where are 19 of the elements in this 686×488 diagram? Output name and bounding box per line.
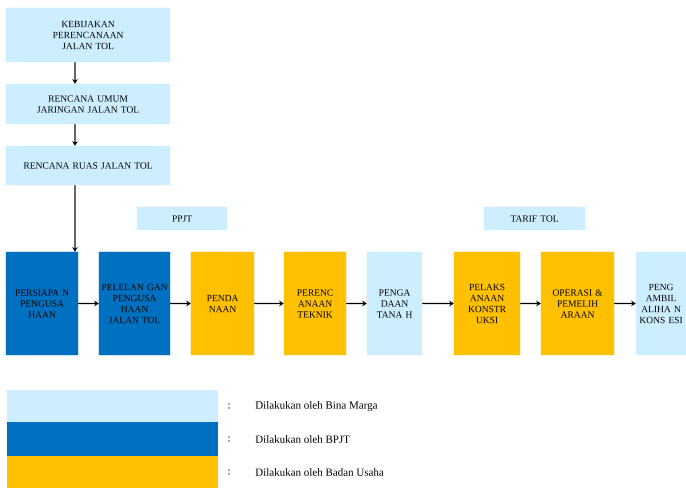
- label-box: PPJT: [136, 206, 228, 230]
- process-box: PERSIAPA N PENGUSA HAAN: [6, 252, 78, 356]
- process-box: PENGA DAAN TANA H: [366, 252, 422, 356]
- colon: :: [228, 403, 230, 409]
- legend-text: Dilakukan oleh BPJT: [256, 435, 350, 443]
- label-box: TARIF TOL: [484, 206, 586, 230]
- process-box: KEBIJAKAN PERENCANAAN JALAN TOL: [6, 8, 170, 62]
- process-box: PELAKS ANAAN KONSTR UKSI: [454, 252, 520, 356]
- legend-text: Dilakukan oleh Badan Usaha: [256, 468, 384, 476]
- process-box: PERENC ANAAN TEKNIK: [284, 252, 346, 356]
- process-box: OPERASI & PEMELIH ARAAN: [540, 252, 614, 356]
- legend-text: Dilakukan oleh Bina Marga: [256, 401, 378, 411]
- process-box: PENDA NAAN: [190, 252, 254, 356]
- process-box: RENCANA RUAS JALAN TOL: [6, 146, 170, 186]
- process-box: RENCANA UMUM JARINGAN JALAN TOL: [6, 84, 170, 124]
- colon: :: [228, 469, 230, 475]
- process-box: PELELAN GAN PENGUSA HAAN JALAN TOL: [98, 252, 170, 356]
- process-box: PENG AMBIL ALIHA N KONS ESI: [636, 252, 686, 356]
- colon: :: [228, 436, 230, 442]
